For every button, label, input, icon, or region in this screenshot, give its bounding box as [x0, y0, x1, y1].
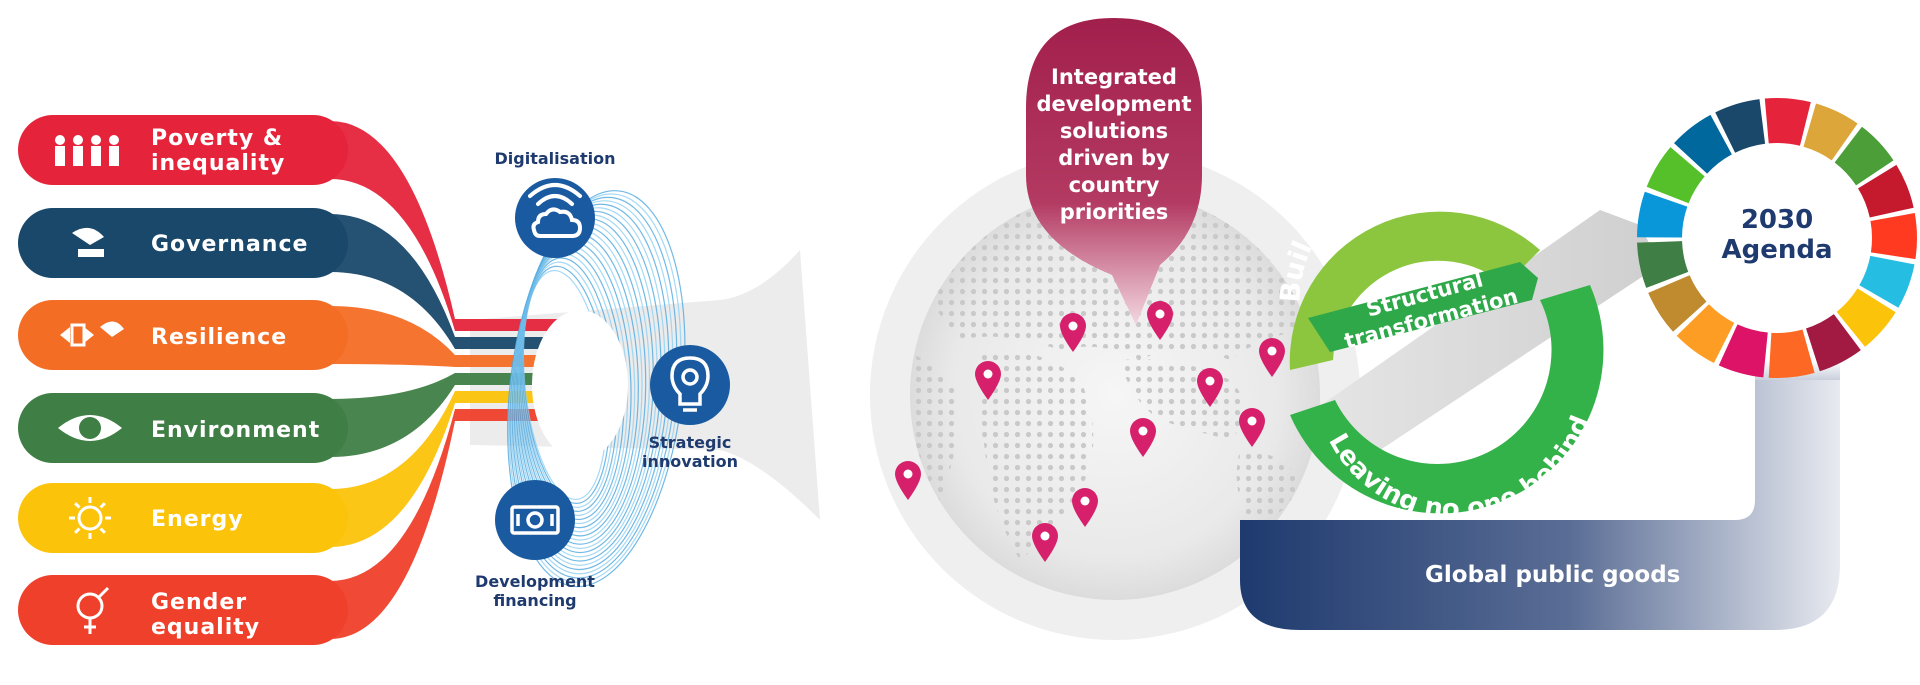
lightbulb-gear-icon [670, 356, 710, 412]
sdg-segment [1858, 164, 1914, 218]
theme-stream [330, 373, 560, 457]
theme-label-environment: Environment [151, 418, 321, 443]
theme-pill [18, 483, 348, 553]
location-pin-icon [895, 461, 921, 500]
sdg-segment [1834, 126, 1894, 186]
sun-power-icon [69, 497, 111, 539]
ring-building-resilience [1289, 211, 1540, 370]
callout-text: Integrated development solutions driven … [1036, 65, 1192, 224]
banknote-icon [510, 505, 560, 535]
theme-label-energy: Energy [151, 507, 244, 532]
sdg-segment [1803, 103, 1858, 161]
theme-stream [330, 391, 560, 547]
flow-arrow [1300, 210, 1660, 470]
location-pin-icon [1197, 368, 1223, 407]
resilience-arrows-icon [60, 321, 124, 347]
location-pin-icon [1072, 488, 1098, 527]
cloud-wifi-icon [528, 183, 583, 238]
location-pin-icon [1060, 313, 1086, 352]
sdg-segment [1718, 324, 1768, 378]
sdg-segment [1676, 304, 1735, 364]
eye-globe-icon [58, 415, 122, 441]
theme-label-governance: Governance [151, 232, 309, 257]
digitalisation-label: Digitalisation [494, 149, 616, 168]
theme-streams [330, 121, 560, 639]
sdg-segment [1836, 288, 1896, 347]
sdg-segment [1870, 212, 1917, 260]
theme-pills [18, 115, 348, 645]
connector-band [470, 250, 820, 520]
dove-gavel-icon [72, 227, 104, 257]
strategic-innovation-label: Strategic innovation [642, 433, 738, 471]
development-financing-circle [495, 480, 575, 560]
location-pin-icon [1032, 523, 1058, 562]
sdg-segment [1764, 98, 1811, 146]
location-pin-icon [1239, 408, 1265, 447]
sdg-wheel [1637, 98, 1917, 378]
sdg-segment [1637, 191, 1688, 238]
location-pin-icon [1147, 301, 1173, 340]
theme-stream [330, 121, 560, 331]
sdg-segment [1637, 241, 1689, 288]
theme-pill [18, 115, 348, 185]
sdg-segment [1859, 255, 1915, 308]
theme-stream [330, 214, 560, 349]
theme-pill [18, 208, 348, 278]
family-icon [55, 135, 119, 166]
global-public-goods-label: Global public goods [1425, 562, 1681, 588]
theme-label-poverty-inequality: Poverty & inequality [151, 126, 286, 176]
theme-label-resilience: Resilience [151, 325, 288, 350]
theme-stream [330, 306, 560, 367]
theme-stream [330, 409, 560, 639]
sdg-segment [1806, 314, 1861, 372]
theme-label-gender-equality: Gender equality [151, 590, 261, 640]
theme-pill [18, 393, 348, 463]
sdg-segment [1715, 99, 1766, 153]
ring-leaving-no-one-behind [1290, 285, 1604, 514]
agenda-2030-label: 2030 Agenda [1721, 205, 1833, 265]
sdg-segment [1768, 329, 1815, 378]
sdg-wheel-center [1685, 146, 1869, 330]
global-public-goods-bar [1240, 370, 1840, 630]
theme-pill [18, 300, 348, 370]
location-pin-icon [1259, 338, 1285, 377]
sdg-segment [1648, 275, 1707, 332]
location-pin-icon [975, 361, 1001, 400]
development-financing-label: Development financing [475, 572, 595, 610]
location-pins [895, 301, 1285, 562]
gender-icon [76, 586, 110, 634]
location-pin-icon [1130, 418, 1156, 457]
digitalisation-circle [515, 178, 595, 258]
sdg-segment [1674, 114, 1732, 174]
sdg-segment [1646, 147, 1705, 204]
callout-bubble [1026, 18, 1202, 325]
theme-pill [18, 575, 348, 645]
structural-transformation-arrow [1308, 262, 1538, 352]
